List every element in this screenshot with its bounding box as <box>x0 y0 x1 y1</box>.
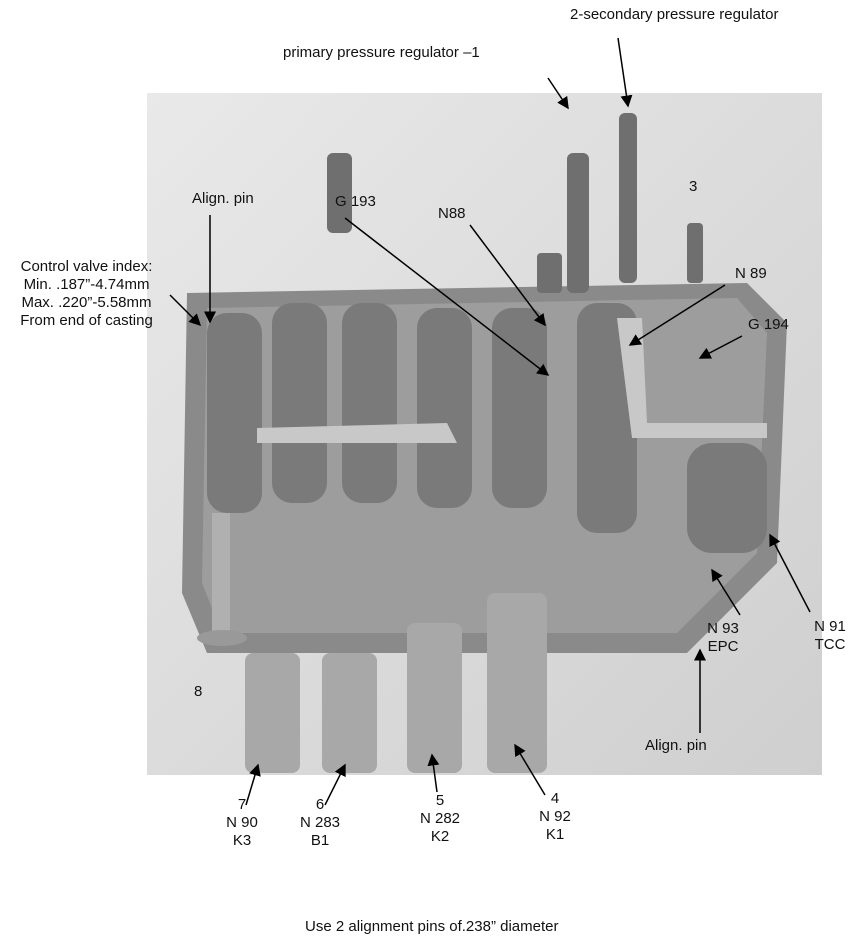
solenoid-name: K2 <box>430 828 450 845</box>
solenoid-number: 7 <box>237 796 247 813</box>
solenoid-label: 7 N 90 K3 <box>212 796 272 850</box>
n91-name: TCC <box>814 636 846 653</box>
g193-label: G 193 <box>335 193 376 210</box>
solenoid-label: 4 N 92 K1 <box>525 790 585 844</box>
solenoid-code: N 90 <box>226 814 258 831</box>
solenoid-name: K3 <box>232 832 252 849</box>
solenoid-name: K1 <box>545 826 565 843</box>
solenoid-code: N 283 <box>299 814 341 831</box>
control-index-note: From end of casting <box>20 312 153 329</box>
solenoid-label: 6 N 283 B1 <box>290 796 350 850</box>
n88-label: N88 <box>438 205 466 222</box>
solenoid-name: B1 <box>310 832 330 849</box>
control-index-line: Control valve index: <box>20 258 153 275</box>
control-index-max: Max. .220”-5.58mm <box>21 294 152 311</box>
label-8: 8 <box>194 683 203 700</box>
n91-label: N 91 TCC <box>808 618 850 654</box>
n93-code: N 93 <box>707 620 739 637</box>
control-index-min: Min. .187”-4.74mm <box>23 276 150 293</box>
control-valve-index-label: Control valve index: Min. .187”-4.74mm M… <box>4 258 169 330</box>
secondary-regulator-label: 2-secondary pressure regulator <box>570 6 779 23</box>
g194-label: G 194 <box>748 316 789 333</box>
n91-code: N 91 <box>814 618 846 635</box>
n89-label: N 89 <box>735 265 767 282</box>
primary-regulator-label: primary pressure regulator –1 <box>283 44 480 61</box>
solenoid-number: 4 <box>550 790 560 807</box>
n93-name: EPC <box>707 638 739 655</box>
valve-body-illustration <box>182 113 787 773</box>
footer-note: Use 2 alignment pins of.238” diameter <box>305 918 559 935</box>
solenoid-code: N 92 <box>539 808 571 825</box>
solenoid-label: 5 N 282 K2 <box>410 792 470 846</box>
solenoid-code: N 282 <box>419 810 461 827</box>
solenoid-number: 6 <box>315 796 325 813</box>
label-3: 3 <box>689 178 698 195</box>
align-pin-top-label: Align. pin <box>192 190 254 207</box>
n93-label: N 93 EPC <box>700 620 746 656</box>
align-pin-bottom-label: Align. pin <box>645 737 707 754</box>
valve-body-photo <box>147 93 822 775</box>
solenoid-number: 5 <box>435 792 445 809</box>
